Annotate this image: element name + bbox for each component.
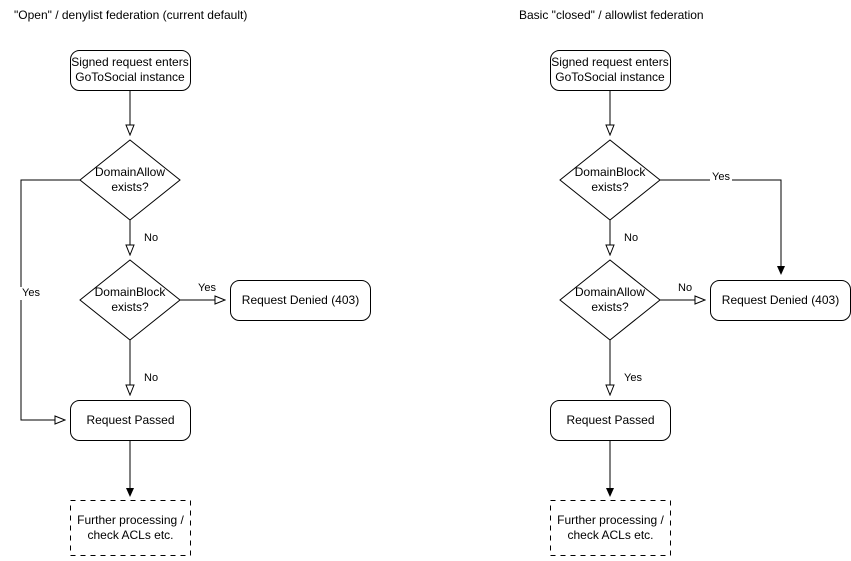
left-edge-label-allow-no: No	[142, 232, 161, 245]
left-further-box	[70, 500, 191, 556]
left-decision-domainblock	[79, 259, 181, 341]
right-panel-title: Basic "closed" / allowlist federation	[519, 8, 704, 22]
left-edge-allow-yes	[20, 179, 80, 420]
right-edge-label-block-no: No	[622, 232, 641, 245]
left-entry-box	[70, 50, 191, 91]
right-decision-domainblock	[559, 139, 661, 221]
left-panel-title: "Open" / denylist federation (current de…	[14, 8, 248, 22]
right-decision-domainallow	[559, 259, 661, 341]
left-edge-label-block-yes: Yes	[196, 282, 218, 295]
right-edge-label-allow-no: No	[676, 282, 695, 295]
right-edge-block-yes	[660, 179, 785, 275]
right-edge-label-block-yes: Yes	[710, 171, 732, 184]
left-edge-label-allow-yes: Yes	[20, 287, 42, 300]
left-passed-box	[70, 400, 191, 441]
left-denied-box	[230, 280, 371, 321]
left-decision-domainallow	[79, 139, 181, 221]
right-entry-box	[550, 50, 671, 91]
right-edge-label-allow-yes: Yes	[622, 372, 644, 385]
right-denied-box	[710, 280, 851, 321]
right-further-box	[550, 500, 671, 556]
right-passed-box	[550, 400, 671, 441]
left-edge-label-block-no: No	[142, 372, 161, 385]
